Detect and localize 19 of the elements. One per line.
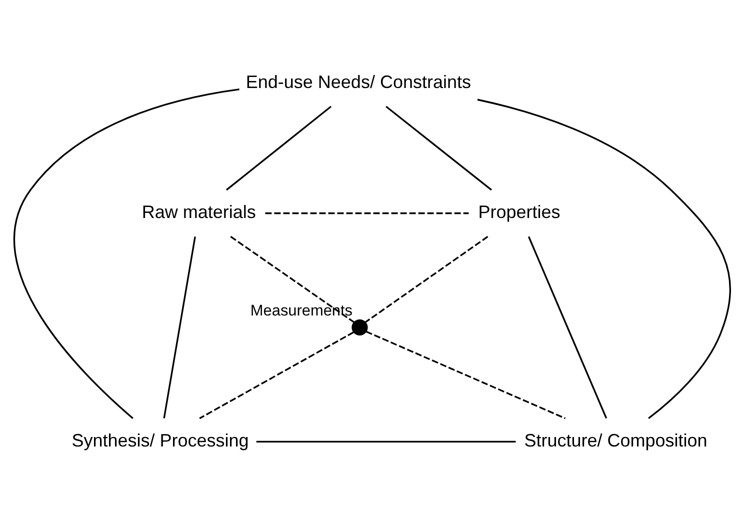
node-text: Raw materials [142,202,256,222]
node-text: Properties [478,202,560,222]
node-text: Synthesis/ Processing [72,430,249,450]
node-label: Measurements [250,302,353,320]
node-text: End-use Needs/ Constraints [246,72,472,92]
connector [477,98,731,419]
connector [163,236,196,418]
node-circle [352,318,368,336]
connector [364,235,488,322]
connector [528,236,608,418]
connector [265,212,469,214]
connector [14,88,240,419]
connector [256,440,516,442]
node-text: Structure/ Composition [524,430,708,450]
connector [230,235,355,322]
connector [226,105,332,190]
connector [386,105,492,190]
connector [366,330,566,419]
connector [199,331,354,419]
